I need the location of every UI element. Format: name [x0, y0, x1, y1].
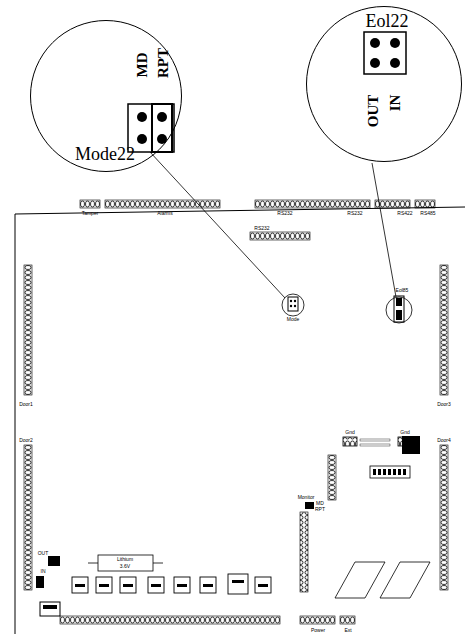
board-label: Alarms: [157, 211, 173, 216]
board-label: Gnd: [400, 430, 409, 435]
board-label: RS422: [397, 211, 412, 216]
jumper-name: Mode22: [75, 145, 135, 163]
board-label: Door4: [437, 438, 451, 443]
board-label: Mode: [287, 317, 300, 322]
board-label: RS232: [347, 211, 362, 216]
board-label: Tamper: [82, 211, 99, 216]
board-label: 3.6V: [120, 564, 130, 569]
jumper-label: MD: [135, 53, 150, 78]
board-label: Door1: [19, 402, 33, 407]
board-label: Ext: [344, 628, 351, 633]
board-label: MD: [316, 501, 324, 506]
board-label: RS232: [254, 226, 269, 231]
zoom-circle: MD RPT Mode22: [30, 20, 182, 172]
board-label: Power: [311, 628, 325, 633]
board-label: RS232: [277, 211, 292, 216]
board-label: Monitor: [298, 495, 315, 500]
board-label: Lithium: [117, 557, 133, 562]
jumper-label: OUT: [366, 95, 381, 128]
jumper-label: RPT: [156, 48, 171, 78]
board-label: Eol85: [396, 288, 409, 293]
board-label: Door2: [19, 438, 33, 443]
board-label: RS485: [420, 211, 435, 216]
board-label: OUT: [38, 551, 49, 556]
zoom-circle: Eol22OUT IN: [306, 6, 462, 162]
board-label: Gnd: [345, 430, 354, 435]
jumper-label: IN: [388, 95, 403, 112]
board-label: RPT: [315, 507, 325, 512]
jumper-name: Eol22: [366, 12, 409, 30]
board-label: Door3: [437, 402, 451, 407]
board-label: IN: [41, 569, 46, 574]
